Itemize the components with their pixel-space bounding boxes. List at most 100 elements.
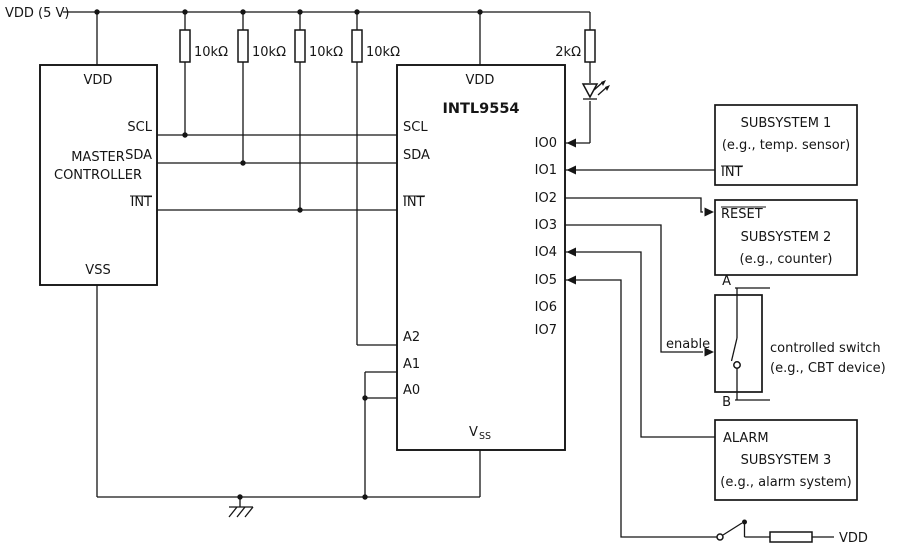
resistor-value: 10kΩ xyxy=(252,45,286,60)
io0-arrowhead xyxy=(566,138,576,148)
wire-io3-enable xyxy=(565,224,703,353)
pullup-resistor-a2: 10kΩ xyxy=(351,12,400,345)
master-name-line2: CONTROLLER xyxy=(54,168,142,183)
chip-pin-io7: IO7 xyxy=(535,323,557,338)
led-branch: 2kΩ xyxy=(555,12,610,143)
pullup-resistor-sda: 10kΩ xyxy=(237,12,286,163)
subsystem2-box xyxy=(714,199,858,276)
resistor-body xyxy=(237,29,249,63)
chip-pin-vss: V xyxy=(469,425,478,440)
chip-pin-int: INT xyxy=(403,195,425,210)
resistor-body xyxy=(179,29,191,63)
io-expander-block: VDD INTL9554 SCL SDA INT A2 A1 A0 V SS I… xyxy=(396,64,566,451)
junction-dot xyxy=(297,207,303,213)
led-icon xyxy=(581,83,599,99)
subsystem3-box xyxy=(714,419,858,501)
io1-arrowhead xyxy=(566,165,576,175)
subsystem1-subtitle: (e.g., temp. sensor) xyxy=(722,138,850,153)
chip-pin-a2: A2 xyxy=(403,330,420,345)
junction-dot xyxy=(240,160,246,166)
chip-pin-io3: IO3 xyxy=(535,218,557,233)
chip-pin-io4: IO4 xyxy=(535,245,557,260)
subsystem2-block: RESET SUBSYSTEM 2 (e.g., counter) xyxy=(714,199,858,276)
chip-pin-vss-subscript: SS xyxy=(479,431,491,442)
pushbutton-branch: VDD xyxy=(716,519,868,546)
subsystem3-title-line2: SUBSYSTEM 3 xyxy=(741,453,832,468)
subsystem1-box xyxy=(714,104,858,186)
controlled-switch-box xyxy=(714,294,763,393)
chip-pin-io1: IO1 xyxy=(535,163,557,178)
vdd-rail-label: VDD (5 V) xyxy=(5,6,70,21)
io5-arrowhead xyxy=(566,275,576,285)
chip-pin-vdd: VDD xyxy=(466,73,495,88)
led-emission-ray xyxy=(593,81,604,91)
subsystem3-block: ALARM SUBSYSTEM 3 (e.g., alarm system) xyxy=(714,419,858,501)
master-name-line1: MASTER xyxy=(71,150,125,165)
chip-pin-sda: SDA xyxy=(403,148,430,163)
resistor-body xyxy=(351,29,363,63)
subsystem2-pin-reset: RESET xyxy=(721,207,763,222)
subsystem3-subtitle: (e.g., alarm system) xyxy=(720,475,851,490)
led-emission-arrowhead xyxy=(601,80,606,86)
pushbutton-pivot-dot xyxy=(742,519,747,525)
wire-io4-subsystem3 xyxy=(565,251,715,438)
chip-name: INTL9554 xyxy=(442,101,519,117)
switch-terminal-b-label: B xyxy=(722,395,731,410)
master-pin-scl: SCL xyxy=(127,120,152,135)
wire-io2-reset xyxy=(565,197,703,213)
button-vdd-label: VDD xyxy=(839,531,868,546)
switch-contact-icon xyxy=(733,361,741,369)
resistor-value: 2kΩ xyxy=(555,45,581,60)
pushbutton-contact-icon xyxy=(716,533,724,541)
chip-pin-io6: IO6 xyxy=(535,300,557,315)
chip-pin-io2: IO2 xyxy=(535,191,557,206)
resistor-body xyxy=(584,29,596,63)
subsystem1-block: SUBSYSTEM 1 (e.g., temp. sensor) INT xyxy=(714,104,858,186)
switch-caption-line1: controlled switch xyxy=(770,341,881,356)
switch-terminal-a-label: A xyxy=(722,274,731,289)
chip-pin-a1: A1 xyxy=(403,357,420,372)
switch-caption-line2: (e.g., CBT device) xyxy=(770,361,886,376)
master-controller-box xyxy=(39,64,158,286)
switch-lever-icon xyxy=(730,337,738,362)
subsystem1-pin-int: INT xyxy=(721,165,743,180)
io-expander-box xyxy=(396,64,566,451)
pullup-resistor-scl: 10kΩ xyxy=(179,12,228,135)
subsystem3-title-line1: ALARM xyxy=(723,431,769,446)
chip-pin-io5: IO5 xyxy=(535,273,557,288)
ground-hatch xyxy=(236,506,246,518)
resistor-value: 10kΩ xyxy=(366,45,400,60)
subsystem1-title: SUBSYSTEM 1 xyxy=(741,116,832,131)
controlled-switch-block: A B controlled switch (e.g., CBT device) xyxy=(714,274,886,410)
led-emission-ray xyxy=(597,86,608,96)
resistor-value: 10kΩ xyxy=(194,45,228,60)
io3-arrowhead xyxy=(704,347,714,357)
chip-pin-a0: A0 xyxy=(403,383,420,398)
junction-dot xyxy=(362,494,368,500)
enable-label: enable xyxy=(666,337,710,352)
ground-hatch xyxy=(228,506,238,518)
master-pin-int: INT xyxy=(131,195,153,210)
wire-io5-button xyxy=(565,279,717,538)
pushbutton-lever-icon xyxy=(722,522,743,536)
resistor-body xyxy=(769,531,813,543)
master-pin-vdd: VDD xyxy=(84,73,113,88)
ground-hatch xyxy=(244,506,254,518)
io2-arrowhead xyxy=(704,207,714,217)
led-emission-arrowhead xyxy=(605,85,610,91)
master-pin-sda: SDA xyxy=(125,148,152,163)
chip-pin-io0: IO0 xyxy=(535,136,557,151)
subsystem2-title: SUBSYSTEM 2 xyxy=(741,230,832,245)
junction-dot xyxy=(362,395,368,401)
subsystem2-subtitle: (e.g., counter) xyxy=(740,252,833,267)
master-pin-vss: VSS xyxy=(85,263,110,278)
io4-arrowhead xyxy=(566,247,576,257)
chip-pin-scl: SCL xyxy=(403,120,428,135)
junction-dot xyxy=(182,132,188,138)
ground-symbol-icon xyxy=(228,497,254,518)
resistor-value: 10kΩ xyxy=(309,45,343,60)
resistor-body xyxy=(294,29,306,63)
master-controller-block: VDD MASTER CONTROLLER SCL SDA INT VSS xyxy=(39,64,158,286)
